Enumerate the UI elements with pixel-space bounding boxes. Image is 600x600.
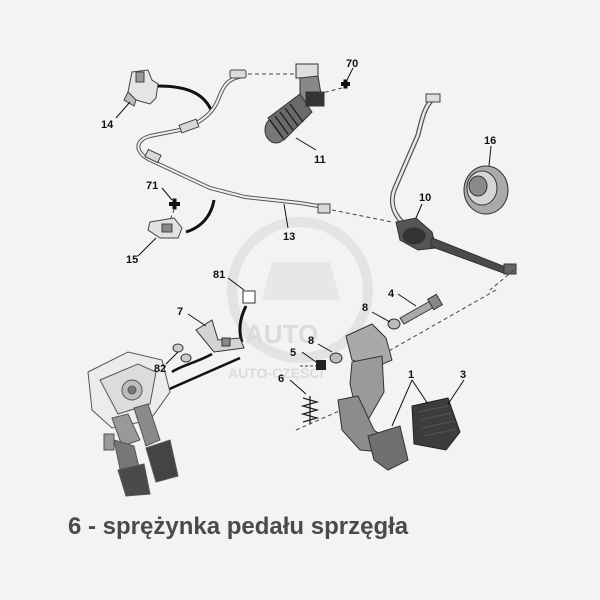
callout-1: 1 — [408, 369, 414, 381]
part-3-pedal-pad — [411, 397, 461, 451]
dash-mid — [331, 209, 393, 223]
line-fitting-mid — [317, 203, 331, 214]
callout-8b: 8 — [308, 335, 314, 347]
watermark-line2: AUTO-CZĘŚCI — [228, 364, 323, 381]
part-5-pad — [316, 360, 326, 370]
callout-6: 6 — [278, 373, 284, 385]
callout-7: 7 — [177, 306, 183, 318]
line-clip-b — [144, 148, 162, 164]
hose-7-link — [171, 352, 213, 374]
callout-82: 82 — [154, 363, 166, 375]
watermark-line1: AUTO — [245, 319, 318, 349]
callout-5: 5 — [290, 347, 296, 359]
part-81-square — [242, 290, 256, 304]
callout-8a: 8 — [362, 302, 368, 314]
caption: 6 - sprężynka pedału sprzęgła — [68, 513, 409, 540]
callout-81: 81 — [213, 269, 225, 281]
dash-to-pedal-b — [379, 289, 497, 357]
watermark: AUTO AUTO-CZĘŚCI — [227, 217, 373, 381]
callout-15: 15 — [126, 254, 138, 266]
callout-71: 71 — [146, 180, 158, 192]
callout-16: 16 — [484, 135, 496, 147]
callout-13: 13 — [283, 231, 295, 243]
dash-to-pedal-a — [489, 269, 515, 291]
part-14-bracket — [123, 69, 159, 107]
part-10-pipe-inner — [391, 97, 435, 223]
callout-10: 10 — [419, 192, 431, 204]
callout-numbers: 14 11 70 71 15 13 10 16 4 8 8 5 6 1 3 81… — [101, 58, 496, 385]
part-8-washer-a — [387, 318, 401, 330]
hose-14-link — [157, 84, 214, 113]
part-1-clutch-pedal — [337, 323, 409, 471]
pipe-end-cap — [425, 93, 441, 103]
hose-15-link — [185, 199, 216, 234]
part-8-washer-b — [329, 352, 343, 364]
part-16-grommet — [463, 165, 509, 215]
part-7-bracket — [195, 319, 245, 353]
part-11-master-cylinder — [264, 63, 343, 144]
part-4-bolt — [399, 293, 444, 325]
callout-14: 14 — [101, 119, 114, 131]
part-15-clip — [147, 217, 183, 239]
line-fitting-top — [229, 69, 247, 79]
part-6-spring — [300, 396, 320, 424]
dash-6 — [295, 407, 347, 431]
part-82-washers — [172, 343, 192, 363]
part-70-cross — [341, 79, 350, 89]
callout-4: 4 — [388, 288, 395, 300]
callout-11: 11 — [314, 154, 326, 166]
part-10-fitting — [395, 217, 517, 275]
hose-81-link — [238, 305, 248, 343]
callout-70: 70 — [346, 58, 358, 70]
pedal-box-assembly — [87, 351, 179, 497]
callout-3: 3 — [460, 369, 466, 381]
part-71-cross — [169, 198, 180, 210]
line-clip-a — [178, 118, 200, 134]
leader-lines — [115, 67, 492, 427]
